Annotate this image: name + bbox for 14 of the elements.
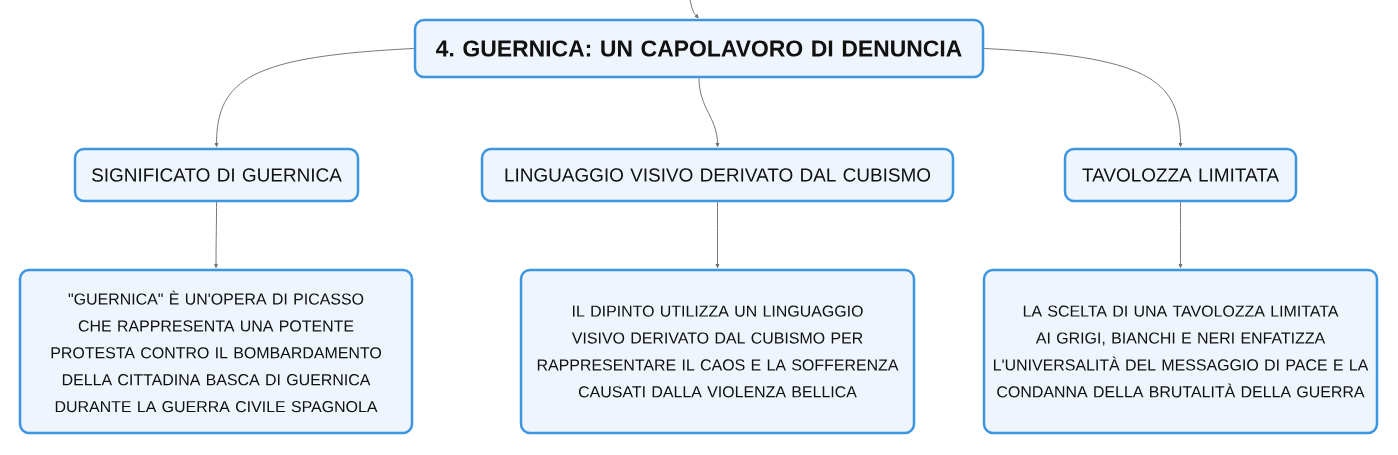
arrow [214, 201, 218, 268]
arrow [1178, 201, 1183, 268]
description-box: "GUERNICA" È UN'OPERA DI PICASSO CHE RAPPRESENTA UNA POTENTE PROTESTA CONTRO IL BOMBARDAMENTO DELLA CITTADINA BASCA DI GUERNICA DURANTE LA GUERRA CIVILE SPAGNOLA [18, 268, 414, 435]
description-box: LA SCELTA DI UNA TAVOLOZZA LIMITATA AI GRIGI, BIANCHI E NERI ENFATIZZA L'UNIVERSALITÀ DEL MESSAGGIO DI PACE E LA CONDANNA DELLA BRUTALITÀ DELLA GUERRA [982, 268, 1379, 435]
subtopic-box: SIGNIFICATO DI GUERNICA [73, 147, 360, 203]
subtopic-box: TAVOLOZZA LIMITATA [1063, 147, 1298, 203]
arrow [214, 48, 415, 147]
subtopic-box: LINGUAGGIO VISIVO DERIVATO DAL CUBISMO [480, 147, 955, 203]
arrow [983, 48, 1183, 147]
arrow [715, 201, 720, 268]
description-box: IL DIPINTO UTILIZZA UN LINGUAGGIO VISIVO DERIVATO DAL CUBISMO PER RAPPRESENTARE IL CAOS E LA SOFFERENZA CAUSATI DALLA VIOLENZA BELLICA [519, 268, 916, 435]
arrow [689, 0, 699, 19]
topic-box: 4. GUERNICA: UN CAPOLAVORO DI DENUNCIA [413, 18, 985, 79]
arrow [698, 77, 720, 147]
